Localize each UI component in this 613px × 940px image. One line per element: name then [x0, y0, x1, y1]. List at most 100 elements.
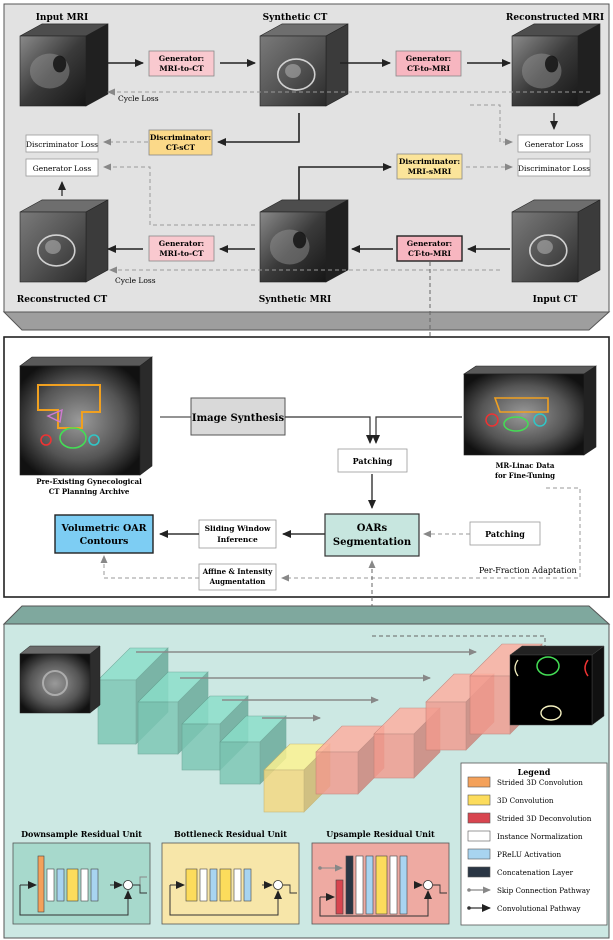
- reconstructed-mri-volume-organ: [545, 55, 559, 73]
- bottleneck-unit-title: Bottleneck Residual Unit: [174, 829, 287, 839]
- sliding-window-line1: Sliding Window: [205, 524, 271, 533]
- bladder-contour: [59, 427, 87, 449]
- gen-mri-to-ct-top-line1: Generator:: [159, 54, 205, 63]
- mr-bowel-contour: [493, 397, 549, 413]
- mr-linac-front-face: [463, 373, 585, 456]
- gen-mri-to-ct-bottom-line2: MRI-to-CT: [159, 249, 204, 258]
- sliding-window-box: Sliding Window Inference: [198, 519, 277, 549]
- mr-linac-side-face: [583, 365, 597, 456]
- legend-item-7: Skip Connection Pathway: [467, 886, 591, 895]
- per-fraction-label: Per-Fraction Adaptation: [479, 566, 577, 575]
- patching-top-box: Patching: [337, 448, 408, 473]
- synthetic-ct-volume-bone-outline: [277, 58, 316, 91]
- gen-ct-to-mri-bottom-line2: CT-to-MRI: [408, 249, 452, 258]
- upsample-layer-3: [355, 855, 364, 915]
- reconstructed-mri-volume-side-face: [577, 23, 601, 107]
- input-ct-volume-side-face: [577, 199, 601, 283]
- input-patch-front: [19, 653, 91, 714]
- legend-swatch-6: [467, 866, 491, 878]
- patching-right-label: Patching: [485, 529, 525, 539]
- encoder-block-3: [181, 695, 249, 771]
- upsample-residual-path: [319, 890, 432, 917]
- archive-side-face: [139, 356, 153, 476]
- gen-mri-to-ct-bottom-box: Generator: MRI-to-CT: [148, 235, 215, 262]
- ct-planning-archive-volume: [19, 356, 153, 476]
- volumetric-contours-box: Volumetric OAR Contours: [54, 514, 154, 554]
- downsample-layer-6: [90, 868, 99, 902]
- upsample-layer-2: [345, 855, 354, 915]
- synthetic-ct-volume-bone-core: [285, 64, 301, 78]
- bottleneck-sum-node: [273, 880, 283, 890]
- femur-right-contour: [88, 434, 100, 446]
- archive-front-face: [19, 365, 141, 476]
- upsample-layer-5: [375, 855, 388, 915]
- cyclegan-panel: [2, 3, 611, 331]
- mr-linac-top-face: [463, 365, 597, 375]
- legend-item-8: Convolutional Pathway: [467, 904, 582, 913]
- loss-discriminator-left: Discriminator Loss: [26, 140, 98, 149]
- image-synthesis-label: Image Synthesis: [192, 413, 285, 424]
- bottleneck-layer-4: [219, 868, 232, 902]
- gen-mri-to-ct-top-line2: MRI-to-CT: [159, 64, 204, 73]
- legend-box: Legend: [460, 762, 608, 926]
- output-left-contour: [514, 659, 519, 677]
- uterus-contour: [46, 408, 63, 424]
- synthetic-ct-volume: [259, 23, 349, 107]
- input-patch-structure: [42, 670, 68, 696]
- encoder-block-4: [219, 715, 287, 785]
- downsample-sum-node: [123, 880, 133, 890]
- upsample-unit-title: Upsample Residual Unit: [326, 829, 435, 839]
- upsample-layer-1: [335, 879, 344, 915]
- reconstructed-ct-volume-bone-outline: [37, 234, 76, 267]
- encoder-block-1-front: [97, 679, 137, 745]
- bottleneck-layer-6: [243, 868, 252, 902]
- bottleneck-layer-3: [209, 868, 218, 902]
- input-mri-volume-side-face: [85, 23, 109, 107]
- legend-swatch-2: [467, 794, 491, 806]
- pipeline-arrows: [100, 416, 581, 636]
- decoder-block-4-front: [469, 675, 511, 735]
- legend-item-3: Strided 3D Deconvolution: [467, 812, 592, 824]
- downsample-layer-5: [80, 868, 89, 902]
- downsample-layer-3: [56, 868, 65, 902]
- output-patch-side: [591, 645, 605, 726]
- legend-label-7: Skip Connection Pathway: [497, 886, 591, 895]
- label-reconstructed-mri: Reconstructed MRI: [506, 13, 604, 23]
- bottleneck-conv-out: [283, 884, 297, 894]
- reconstructed-ct-volume-bone-core: [45, 240, 61, 254]
- reconstructed-ct-volume: [19, 199, 109, 283]
- label-reconstructed-ct: Reconstructed CT: [17, 295, 108, 305]
- downsample-layer-1: [37, 855, 45, 913]
- legend-skip-dot: [467, 888, 471, 892]
- synthetic-mri-volume-organ: [293, 231, 307, 249]
- mr-linac-caption-line2: for Fine-Tuning: [495, 471, 555, 480]
- oars-segmentation-box: OARs Segmentation: [324, 513, 420, 557]
- loss-discriminator-left-box: Discriminator Loss: [25, 134, 99, 153]
- decoder-block-2-front: [373, 733, 415, 779]
- decoder-block-3-front: [425, 701, 467, 751]
- mr-bladder-contour: [503, 416, 529, 432]
- disc-mri-smri-line1: Discriminator:: [399, 157, 460, 166]
- gen-ct-to-mri-top-box: Generator: CT-to-MRI: [395, 50, 462, 77]
- archive-caption-line2: CT Planning Archive: [49, 487, 130, 496]
- input-ct-volume: [511, 199, 601, 283]
- synthetic-ct-volume-side-face: [325, 23, 349, 107]
- input-ct-volume-bone-outline: [529, 234, 568, 267]
- patching-top-label: Patching: [353, 456, 393, 466]
- legend-label-6: Concatenation Layer: [497, 868, 574, 877]
- downsample-layer-4: [66, 868, 79, 902]
- disc-ct-sct-box: Discriminator: CT-sCT: [148, 129, 213, 156]
- legend-title: Legend: [518, 767, 551, 777]
- loss-discriminator-right: Discriminator Loss: [518, 164, 590, 173]
- legend-swatch-5: [467, 848, 491, 860]
- legend-label-5: PReLU Activation: [497, 850, 561, 859]
- cycle-loss-top: Cycle Loss: [118, 94, 159, 103]
- bottleneck-layer-5: [233, 868, 242, 902]
- legend-label-3: Strided 3D Deconvolution: [497, 814, 592, 823]
- gen-mri-to-ct-bottom-line1: Generator:: [159, 239, 205, 248]
- input-mri-volume: [19, 23, 109, 107]
- legend-label-1: Strided 3D Convolution: [497, 778, 583, 787]
- output-segmentation-patch: [509, 645, 605, 726]
- upsample-layer-7: [399, 855, 408, 915]
